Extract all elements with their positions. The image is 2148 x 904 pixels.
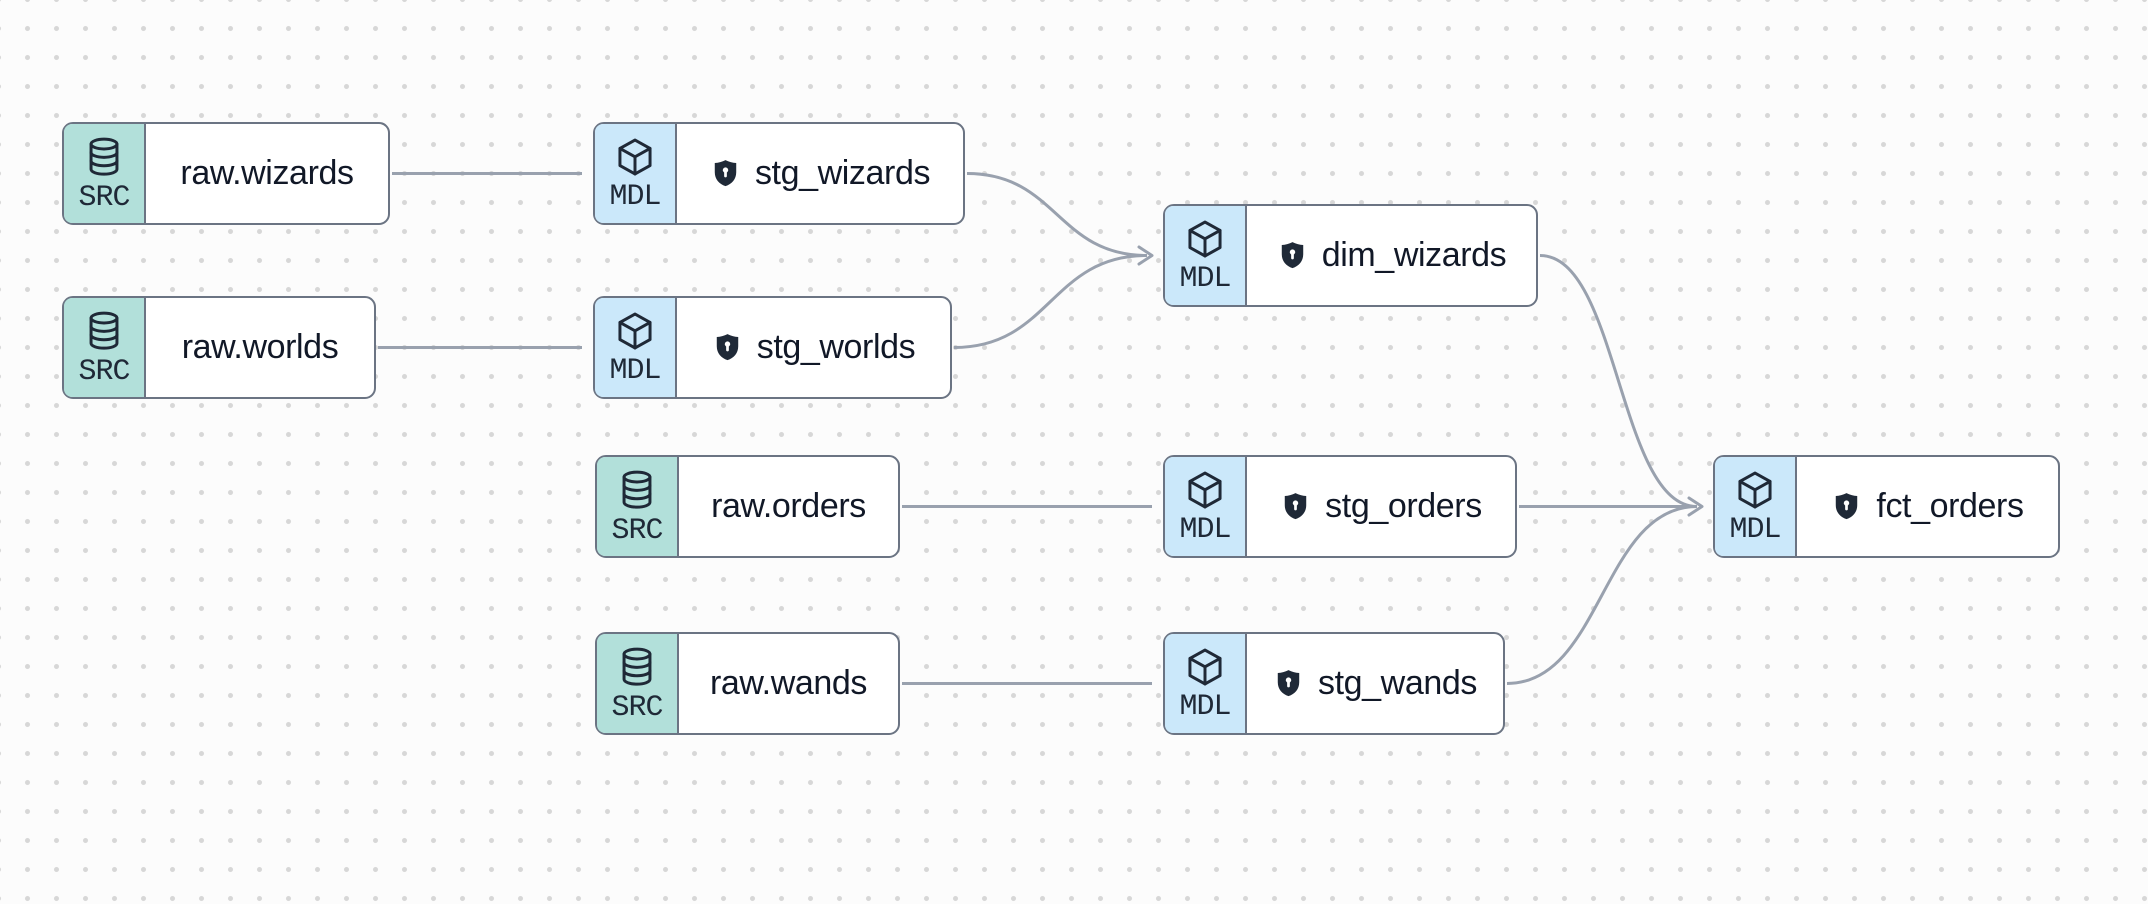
- node-label: raw.wands: [709, 664, 868, 702]
- database-icon: [616, 467, 658, 513]
- node-type-label: SRC: [78, 355, 130, 389]
- node-label: stg_worlds: [756, 328, 916, 366]
- edge-stg_wizards-to-dim_wizards: [966, 172, 1148, 257]
- node-label: dim_wizards: [1321, 236, 1507, 274]
- node-type-label: SRC: [78, 181, 130, 215]
- node-fct_orders[interactable]: MDL fct_orders: [1713, 455, 2060, 558]
- shield-icon: [1273, 667, 1304, 700]
- edge-stg_worlds-to-dim_wizards: [953, 254, 1148, 349]
- cube-icon: [1184, 468, 1226, 512]
- node-stg_orders[interactable]: MDL stg_orders: [1163, 455, 1517, 558]
- node-label: stg_wizards: [754, 154, 931, 192]
- node-type-badge: SRC: [597, 634, 679, 733]
- node-type-badge: MDL: [1165, 457, 1247, 556]
- node-body: stg_worlds: [677, 298, 950, 397]
- node-stg_worlds[interactable]: MDL stg_worlds: [593, 296, 952, 399]
- arrowhead-icon: [1137, 245, 1154, 266]
- node-dim_wizards[interactable]: MDL dim_wizards: [1163, 204, 1538, 307]
- cube-icon: [1184, 217, 1226, 261]
- node-raw.wizards[interactable]: SRC raw.wizards: [62, 122, 390, 225]
- cube-icon: [614, 135, 656, 179]
- node-label: stg_wands: [1318, 664, 1477, 702]
- cube-icon: [614, 309, 656, 353]
- edge-dim_wizards-to-fct_orders: [1539, 254, 1698, 508]
- node-stg_wands[interactable]: MDL stg_wands: [1163, 632, 1505, 735]
- node-body: stg_wizards: [677, 124, 963, 223]
- node-type-badge: SRC: [64, 124, 146, 223]
- node-type-label: MDL: [1179, 690, 1231, 724]
- node-type-label: MDL: [1179, 513, 1231, 547]
- shield-icon: [1280, 490, 1311, 523]
- node-body: raw.wands: [679, 634, 898, 733]
- shield-icon: [1831, 490, 1862, 523]
- node-label: fct_orders: [1876, 487, 2024, 525]
- database-icon: [83, 134, 125, 180]
- database-icon: [616, 644, 658, 690]
- node-type-badge: MDL: [595, 124, 677, 223]
- node-label: raw.orders: [711, 487, 866, 525]
- node-type-badge: SRC: [64, 298, 146, 397]
- node-body: stg_orders: [1247, 457, 1515, 556]
- node-label: stg_orders: [1325, 487, 1482, 525]
- shield-icon: [712, 331, 743, 364]
- node-type-badge: SRC: [597, 457, 679, 556]
- arrowhead-icon: [1687, 496, 1704, 517]
- node-label: raw.wizards: [180, 154, 354, 192]
- node-type-label: MDL: [609, 180, 661, 214]
- shield-icon: [1277, 239, 1308, 272]
- node-type-badge: MDL: [595, 298, 677, 397]
- node-type-label: MDL: [1179, 262, 1231, 296]
- node-raw.wands[interactable]: SRC raw.wands: [595, 632, 900, 735]
- shield-icon: [710, 157, 741, 190]
- node-type-label: SRC: [611, 691, 663, 725]
- node-body: stg_wands: [1247, 634, 1503, 733]
- node-body: fct_orders: [1797, 457, 2058, 556]
- node-raw.orders[interactable]: SRC raw.orders: [595, 455, 900, 558]
- node-type-badge: MDL: [1715, 457, 1797, 556]
- edge-stg_wands-to-fct_orders: [1506, 505, 1698, 685]
- node-body: raw.worlds: [146, 298, 374, 397]
- node-stg_wizards[interactable]: MDL stg_wizards: [593, 122, 965, 225]
- node-type-badge: MDL: [1165, 634, 1247, 733]
- cube-icon: [1184, 645, 1226, 689]
- database-icon: [83, 308, 125, 354]
- node-type-label: MDL: [1729, 513, 1781, 547]
- node-body: dim_wizards: [1247, 206, 1536, 305]
- node-body: raw.wizards: [146, 124, 388, 223]
- cube-icon: [1734, 468, 1776, 512]
- node-type-label: MDL: [609, 354, 661, 388]
- node-label: raw.worlds: [181, 328, 339, 366]
- node-type-label: SRC: [611, 514, 663, 548]
- node-type-badge: MDL: [1165, 206, 1247, 305]
- node-raw.worlds[interactable]: SRC raw.worlds: [62, 296, 376, 399]
- node-body: raw.orders: [679, 457, 898, 556]
